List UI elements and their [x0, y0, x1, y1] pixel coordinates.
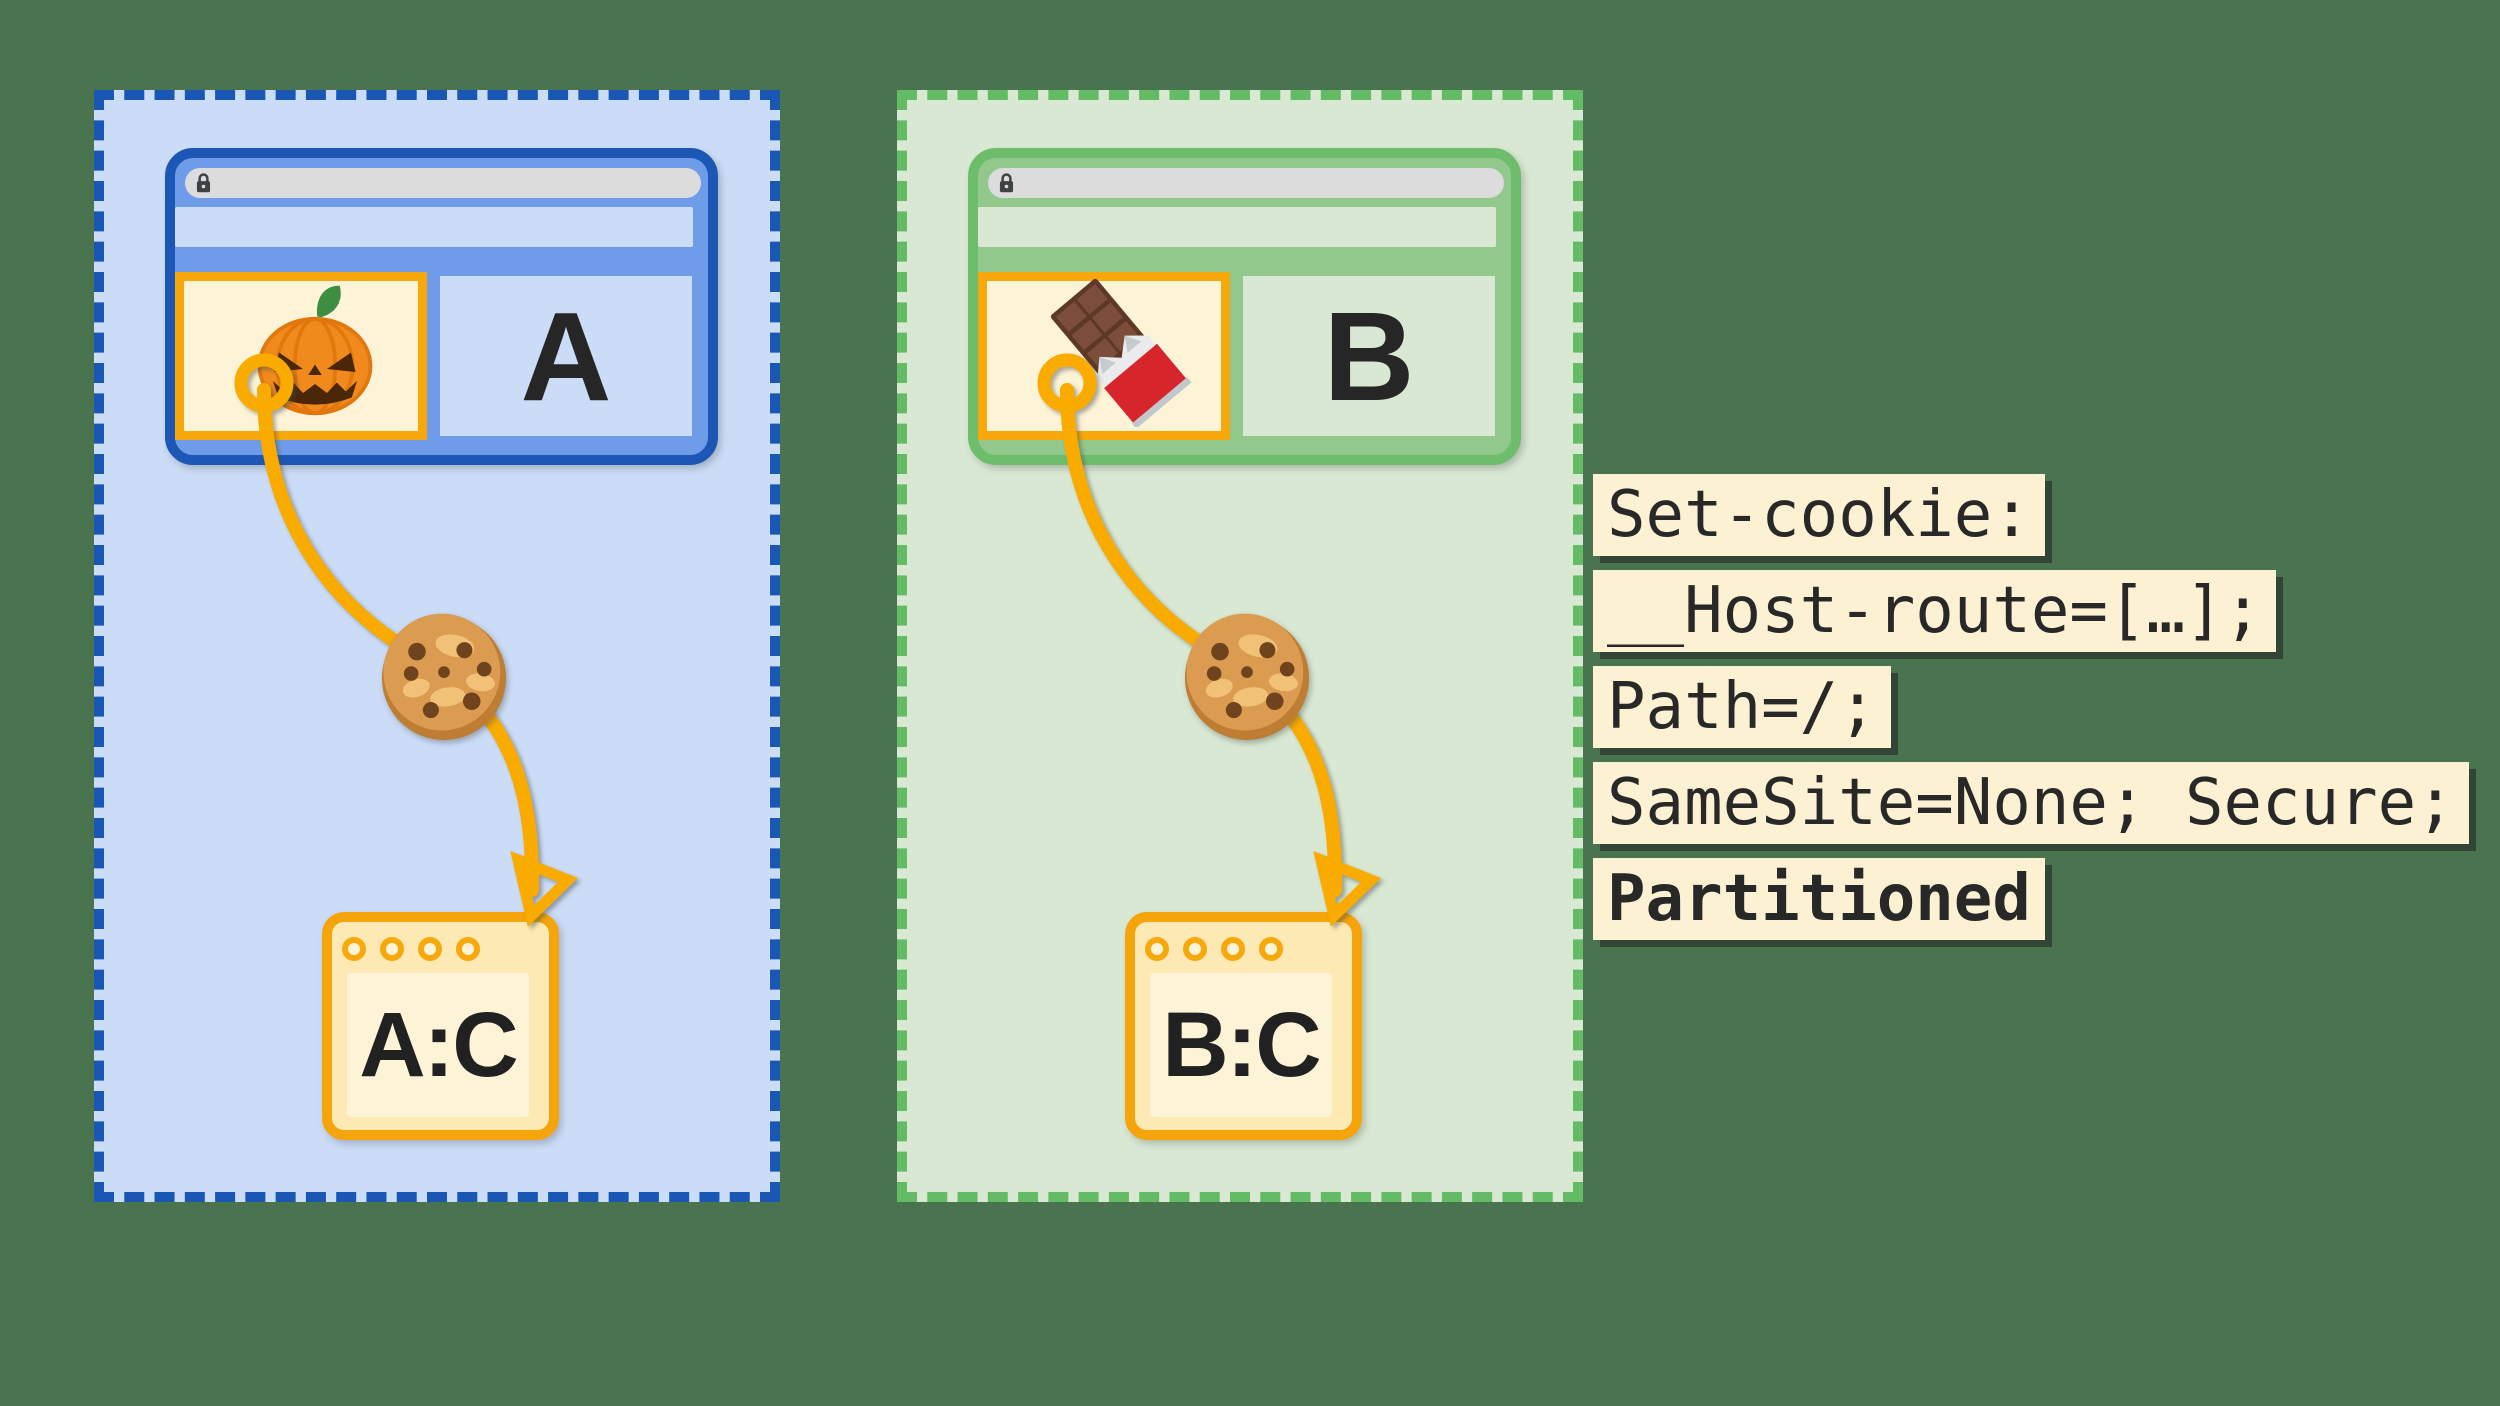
cookie-icon	[1184, 613, 1310, 740]
jar-dot-icon	[380, 937, 404, 961]
cookie-source-ring	[1037, 353, 1097, 413]
jar-dot-icon	[1259, 937, 1283, 961]
partition-a-dashed-border	[94, 90, 780, 1202]
browser-window-b: B	[968, 148, 1521, 465]
partitioned-cookie-jar-b: B:C	[1125, 912, 1362, 1140]
lock-icon	[999, 173, 1014, 193]
jar-label-area-a: A:C	[347, 973, 529, 1117]
partition-key-b: B:C	[1162, 993, 1322, 1096]
jar-dot-icon	[456, 937, 480, 961]
site-label-box-a: A	[440, 276, 692, 436]
code-line: __Host-route=[…];	[1593, 570, 2469, 652]
site-label-b: B	[1323, 285, 1415, 427]
code-line-partitioned: Partitioned	[1593, 858, 2469, 940]
jar-dot-icon	[418, 937, 442, 961]
site-label-box-b: B	[1243, 276, 1495, 436]
partition-b-dashed-border	[897, 90, 1583, 1202]
partition-key-a: A:C	[359, 993, 519, 1096]
cookie-source-ring	[234, 353, 294, 413]
url-bar-b	[988, 168, 1504, 198]
code-line-text: Path=/;	[1593, 666, 1891, 748]
chocolate-bar-icon	[1050, 278, 1192, 427]
partition-panel-a: A A:C	[94, 90, 780, 1202]
code-line-text: Partitioned	[1593, 858, 2045, 940]
code-line: SameSite=None; Secure;	[1593, 762, 2469, 844]
site-label-a: A	[520, 285, 612, 427]
code-line: Set-cookie:	[1593, 474, 2469, 556]
third-party-iframe-b	[978, 272, 1230, 440]
code-line-text: Set-cookie:	[1593, 474, 2045, 556]
arrowhead-icon	[1313, 850, 1381, 927]
code-line-text: SameSite=None; Secure;	[1593, 762, 2469, 844]
third-party-iframe-a	[175, 272, 427, 440]
jar-dot-icon	[342, 937, 366, 961]
jar-dot-icon	[1145, 937, 1169, 961]
page-content-strip-a	[175, 207, 693, 247]
set-cookie-header-snippet: Set-cookie: __Host-route=[…]; Path=/; Sa…	[1593, 474, 2469, 954]
lock-icon	[196, 173, 211, 193]
browser-window-a: A	[165, 148, 718, 465]
jar-label-area-b: B:C	[1150, 973, 1332, 1117]
url-bar-a	[185, 168, 701, 198]
code-line-text: __Host-route=[…];	[1593, 570, 2277, 652]
page-content-strip-b	[978, 207, 1496, 247]
cookie-icon	[381, 613, 507, 740]
jar-dot-icon	[1221, 937, 1245, 961]
jar-dot-icon	[1183, 937, 1207, 961]
partition-panel-b: B B:C	[897, 90, 1583, 1202]
arrowhead-icon	[510, 850, 578, 927]
partitioned-cookie-jar-a: A:C	[322, 912, 559, 1140]
code-line: Path=/;	[1593, 666, 2469, 748]
